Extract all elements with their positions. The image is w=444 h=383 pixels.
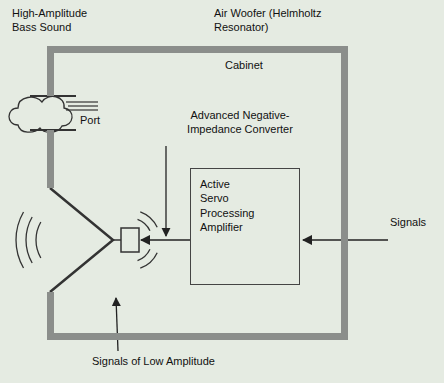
- cabinet-label: Cabinet: [225, 58, 263, 72]
- sound-waves: [16, 212, 157, 268]
- magnet: [121, 228, 139, 252]
- sound-wave: [36, 222, 41, 258]
- cabinet: CabinetActive Servo Processing Amplifier: [47, 46, 348, 340]
- sound-cloud: [9, 96, 72, 132]
- sound-label: High-Amplitude Bass Sound: [12, 6, 104, 35]
- sound-wave: [26, 217, 32, 263]
- output-label: Signals of Low Amplitude: [92, 354, 215, 368]
- box-label: Active Servo Processing Amplifier: [200, 177, 260, 234]
- sound-wave: [16, 212, 24, 268]
- drive-arrow: [141, 239, 190, 241]
- cabinet-wall: [51, 50, 345, 337]
- leader-arrow: [116, 298, 118, 351]
- sound-wave: [140, 253, 157, 269]
- sound-wave: [140, 212, 157, 228]
- air-flow-lines: [66, 102, 98, 110]
- amplifier-box: Active Servo Processing Amplifier: [190, 168, 300, 285]
- port-tube: [30, 96, 76, 130]
- converter-label: Advanced Negative-Impedance Converter: [180, 108, 300, 137]
- leader-arrow: [165, 146, 166, 236]
- speaker-cone: [50, 188, 113, 292]
- cabinet-walls: [47, 46, 348, 340]
- signal-label: Signals: [390, 215, 426, 229]
- title-label: Air Woofer (Helmholtz Resonator): [214, 6, 336, 35]
- sound-wave: [138, 219, 150, 230]
- voice-coil: [113, 239, 121, 241]
- sound-wave: [138, 249, 150, 260]
- port-label: Port: [80, 113, 100, 127]
